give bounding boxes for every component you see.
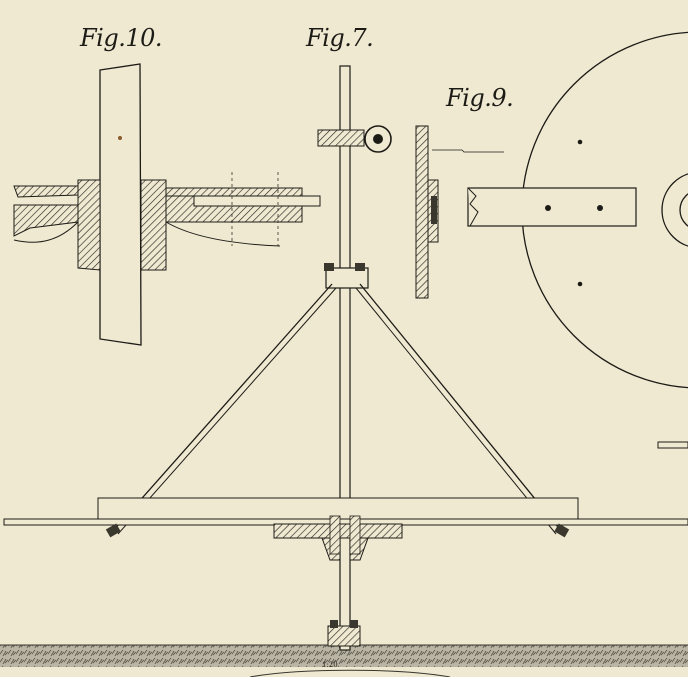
figure-10-label: Fig.10. bbox=[80, 24, 163, 52]
figure-9-side-detail bbox=[415, 125, 504, 299]
scale-mark: 1:20 bbox=[322, 661, 338, 669]
figure-7-pole-assembly bbox=[0, 65, 688, 677]
figure-9-label: Fig.9. bbox=[446, 84, 514, 112]
wheel-with-spokes bbox=[467, 31, 688, 449]
figure-10-hub-section bbox=[13, 63, 321, 346]
figure-7-label: Fig.7. bbox=[306, 24, 374, 52]
